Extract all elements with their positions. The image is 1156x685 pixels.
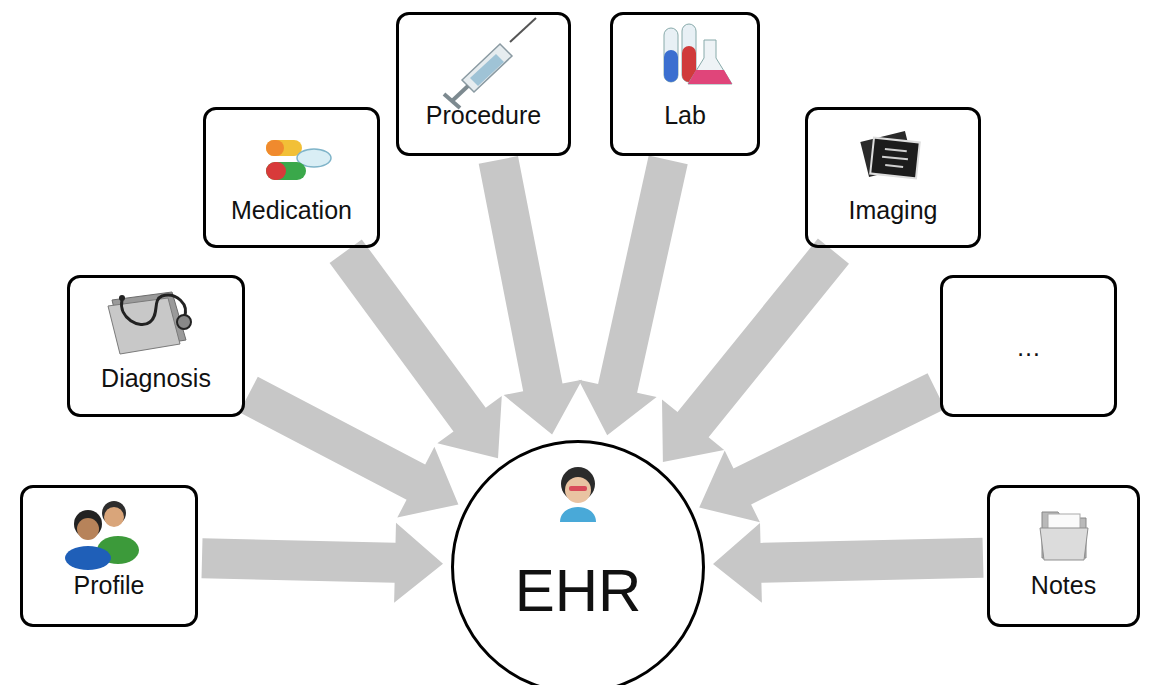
source-box: Profile <box>20 485 198 627</box>
source-box: Lab <box>610 12 760 156</box>
people-icon <box>65 501 139 570</box>
source-box: … <box>940 275 1117 417</box>
source-box: Medication <box>203 107 380 248</box>
block-arrow <box>330 239 502 458</box>
block-arrow <box>479 156 582 434</box>
box-label: Profile <box>23 571 195 600</box>
center-label: EHR <box>454 556 702 625</box>
block-arrow <box>699 373 945 522</box>
box-label: Medication <box>206 196 377 225</box>
source-box: Notes <box>987 485 1140 627</box>
source-box: Imaging <box>805 107 981 248</box>
patient-icon <box>560 467 596 522</box>
syringe-icon <box>444 18 536 108</box>
source-box: Diagnosis <box>67 275 245 417</box>
xray-photos-icon <box>860 131 919 178</box>
stethoscope-icon <box>108 292 191 354</box>
pills-icon <box>266 140 331 180</box>
record-circle: EHR <box>451 440 705 685</box>
block-arrow <box>579 156 688 436</box>
block-arrow <box>239 377 458 518</box>
box-label: … <box>943 333 1114 362</box>
box-label: Lab <box>613 101 757 130</box>
source-box: Procedure <box>396 12 571 156</box>
block-arrow <box>202 523 444 603</box>
block-arrow <box>713 523 984 603</box>
box-label: Diagnosis <box>70 364 242 393</box>
box-label: Procedure <box>399 101 568 130</box>
box-label: Imaging <box>808 196 978 225</box>
box-label: Notes <box>990 571 1137 600</box>
lab-glass-icon <box>664 24 732 84</box>
folder-icon <box>1040 512 1088 560</box>
